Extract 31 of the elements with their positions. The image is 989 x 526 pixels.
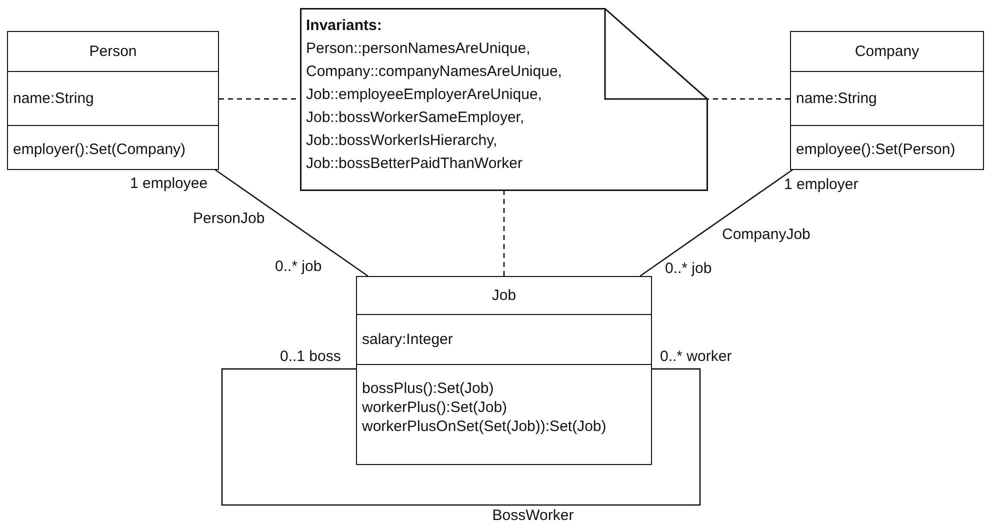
constraint-text: Company::companyNamesAreUnique, (306, 62, 562, 82)
attribute: salary:Integer (362, 330, 453, 349)
multiplicity-label: 0..* job (275, 258, 322, 276)
dashed-connector (708, 98, 790, 100)
multiplicity-label: 1 employee (130, 175, 208, 193)
constraint-text: Person::personNamesAreUnique, (306, 39, 530, 59)
multiplicity-label: 0..* job (665, 260, 712, 278)
class-box (7, 31, 219, 170)
multiplicity-label: 0..* worker (660, 348, 732, 366)
class-name: Job (492, 286, 516, 305)
operation: workerPlus():Set(Job) (362, 398, 508, 417)
attribute: name:String (13, 89, 94, 108)
operation: bossPlus():Set(Job) (362, 379, 494, 398)
attribute: name:String (796, 89, 877, 108)
association-line (221, 368, 701, 506)
multiplicity-label: 1 employer (784, 176, 858, 194)
class-name: Person (89, 42, 137, 61)
constraint-text: Job::bossWorkerSameEmployer, (306, 108, 524, 128)
edge-label: CompanyJob (722, 226, 810, 244)
constraint-text: Job::bossBetterPaidThanWorker (306, 154, 522, 174)
constraint-text: Job::employeeEmployerAreUnique, (306, 85, 542, 105)
constraint-text: Job::bossWorkerIsHierarchy, (306, 131, 498, 151)
dashed-connector (503, 191, 505, 276)
operation: workerPlusOnSet(Set(Job)):Set(Job) (362, 417, 606, 436)
operation: employer():Set(Company) (13, 140, 186, 159)
class-name: Company (854, 42, 920, 61)
class-box (790, 31, 984, 170)
class-box (356, 276, 652, 465)
multiplicity-label: 0..1 boss (280, 348, 341, 366)
note-heading: Invariants: (306, 16, 382, 36)
operation: employee():Set(Person) (796, 140, 956, 159)
